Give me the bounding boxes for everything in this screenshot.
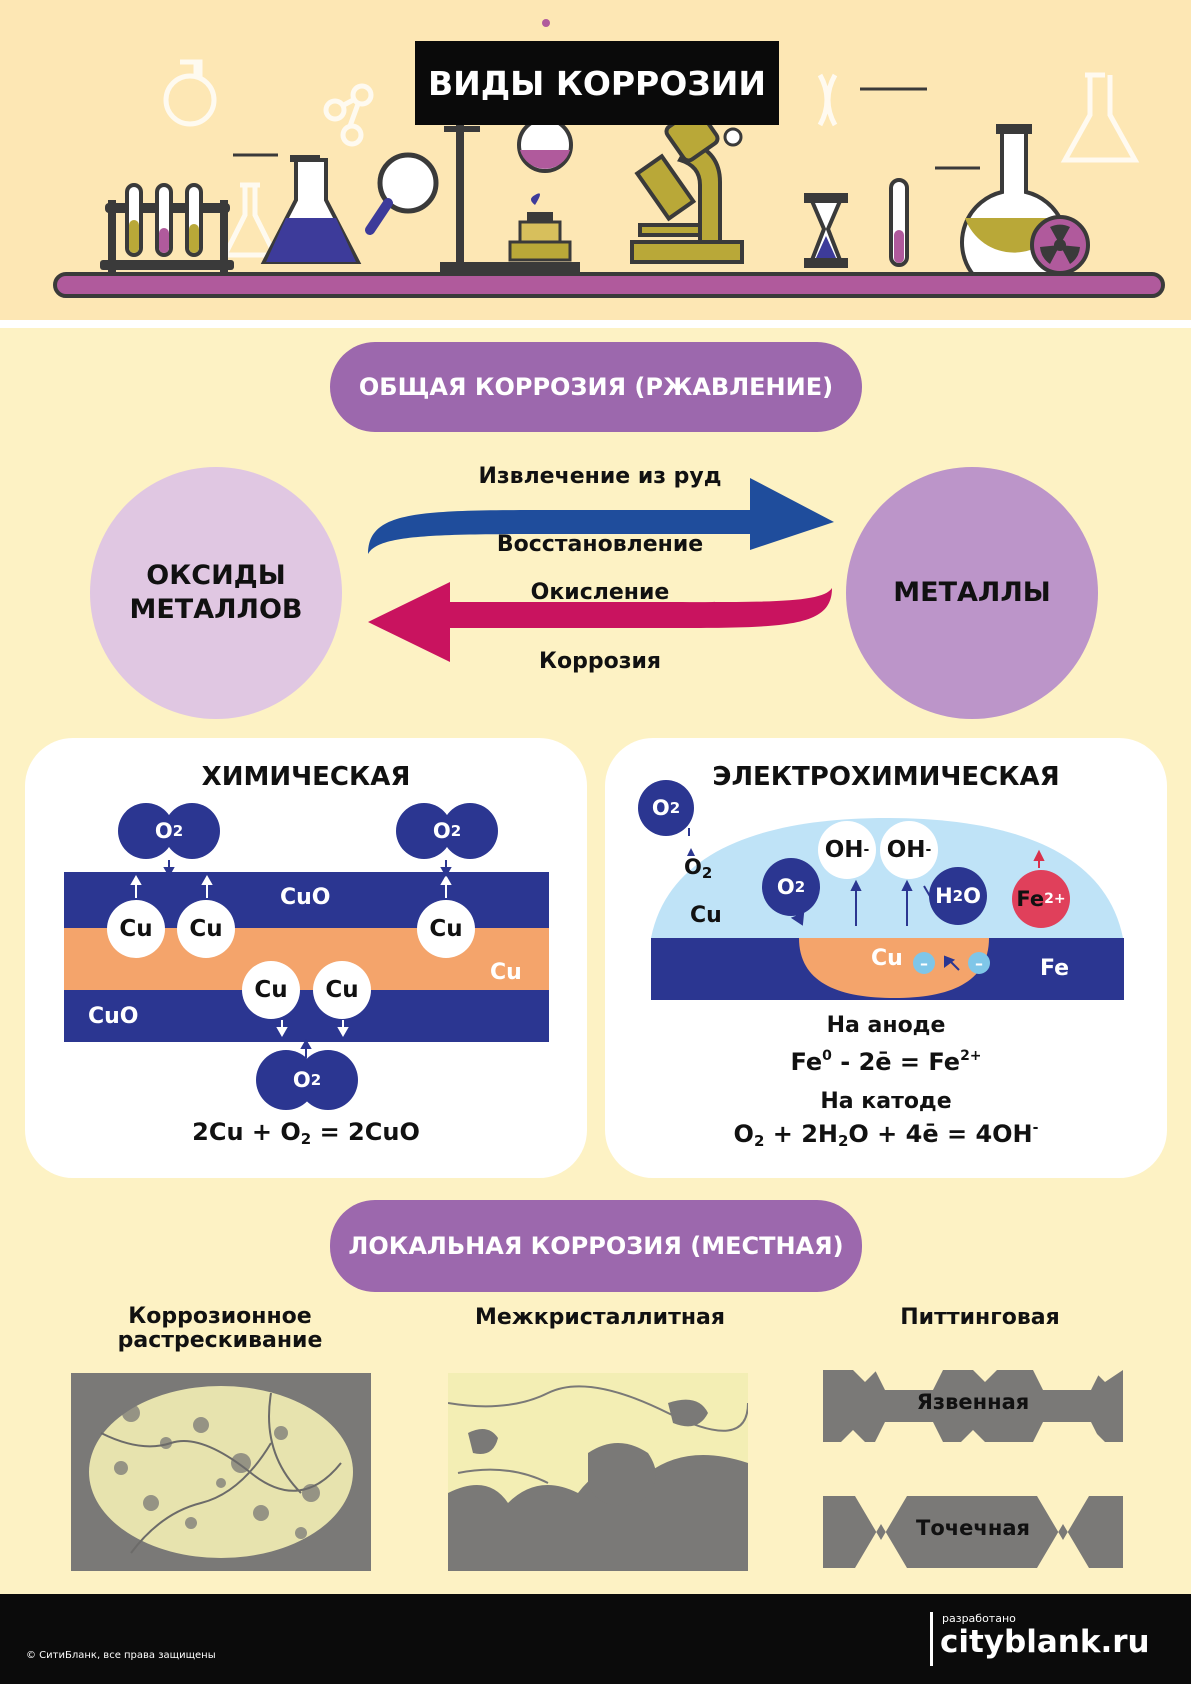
- cu-atom: Cu: [107, 900, 165, 958]
- lab-equipment-illustration: [53, 19, 1165, 298]
- cu-atom: Cu: [177, 900, 235, 958]
- cathode-label: На катоде: [820, 1089, 952, 1114]
- redox-arrows: [368, 478, 834, 662]
- metal-oxides-line1: ОКСИДЫ: [146, 560, 286, 592]
- pitting-label: Питтинговая: [900, 1305, 1060, 1330]
- stress-corrosion-texture: [71, 1373, 371, 1571]
- o2-dissolved-label: O2: [684, 855, 713, 882]
- metal-oxides-line2: МЕТАЛЛОВ: [129, 594, 303, 625]
- electron-icon: –: [968, 952, 990, 974]
- point-pitting-shape: [823, 1496, 1123, 1568]
- copyright-text: © СитиБланк, все права защищены: [26, 1650, 216, 1661]
- developed-by-label: разработано: [942, 1612, 1016, 1625]
- cu-cathode-label: Cu: [871, 946, 903, 971]
- metals-label: МЕТАЛЛЫ: [893, 577, 1051, 609]
- arrow-top-above-label: Извлечение из руд: [478, 464, 722, 489]
- point-pitting-label: Точечная: [916, 1516, 1030, 1540]
- cuo-layer-bottom: [64, 990, 549, 1042]
- electrochemical-title: ЭЛЕКТРОХИМИЧЕСКАЯ: [712, 762, 1060, 792]
- brand-link[interactable]: cityblank.ru: [940, 1624, 1150, 1660]
- cu-atom: Cu: [313, 961, 371, 1019]
- cu-layer-label: Cu: [490, 960, 522, 985]
- section-divider: [0, 320, 1191, 328]
- cuo-label-bottom: CuO: [88, 1004, 139, 1029]
- oxidation-arrow: [368, 582, 832, 662]
- intercrystalline-texture: [448, 1373, 748, 1571]
- arrow-bottom-below-label: Коррозия: [538, 649, 662, 674]
- electrolyte-drop-diagram: [651, 818, 1124, 1000]
- ulcer-pitting-notches: [875, 1370, 1101, 1442]
- local-corrosion-heading: ЛОКАЛЬНАЯ КОРРОЗИЯ (МЕСТНАЯ): [330, 1200, 862, 1292]
- pitting-shapes: [823, 1370, 1123, 1568]
- arrow-top-below-label: Восстановление: [496, 532, 704, 557]
- hydroxide-ion: OH-: [880, 821, 938, 879]
- chemical-title: ХИМИЧЕСКАЯ: [201, 762, 411, 792]
- electron-icon: –: [913, 952, 935, 974]
- anode-equation: Fe0 - 2ē = Fe2+: [790, 1048, 982, 1076]
- footer: © СитиБланк, все права защищены разработ…: [0, 1594, 1191, 1684]
- chemical-equation: 2Cu + O2 = 2CuO: [192, 1118, 420, 1148]
- arrow-bottom-above-label: Окисление: [530, 580, 670, 605]
- ulcer-pitting-label: Язвенная: [916, 1390, 1030, 1414]
- reduction-arrow: [368, 478, 834, 554]
- cathode-equation: O2 + 2H2O + 4ē = 4OH-: [733, 1120, 1039, 1150]
- cu-electrolyte-label: Cu: [690, 903, 722, 928]
- cuo-label-top: CuO: [280, 885, 331, 910]
- hydroxide-ion: OH-: [818, 821, 876, 879]
- footer-divider: [930, 1612, 933, 1666]
- fe-metal-label: Fe: [1040, 956, 1070, 981]
- intercrystalline-label: Межкристаллитная: [474, 1305, 725, 1330]
- page-title: ВИДЫ КОРРОЗИИ: [415, 41, 779, 125]
- metals-circle: МЕТАЛЛЫ: [846, 467, 1098, 719]
- chemical-diffusion-arrows: [130, 860, 452, 1058]
- anode-label: На аноде: [826, 1013, 946, 1038]
- cu-atom: Cu: [417, 900, 475, 958]
- cu-atom: Cu: [242, 961, 300, 1019]
- general-corrosion-heading: ОБЩАЯ КОРРОЗИЯ (РЖАВЛЕНИЕ): [330, 342, 862, 432]
